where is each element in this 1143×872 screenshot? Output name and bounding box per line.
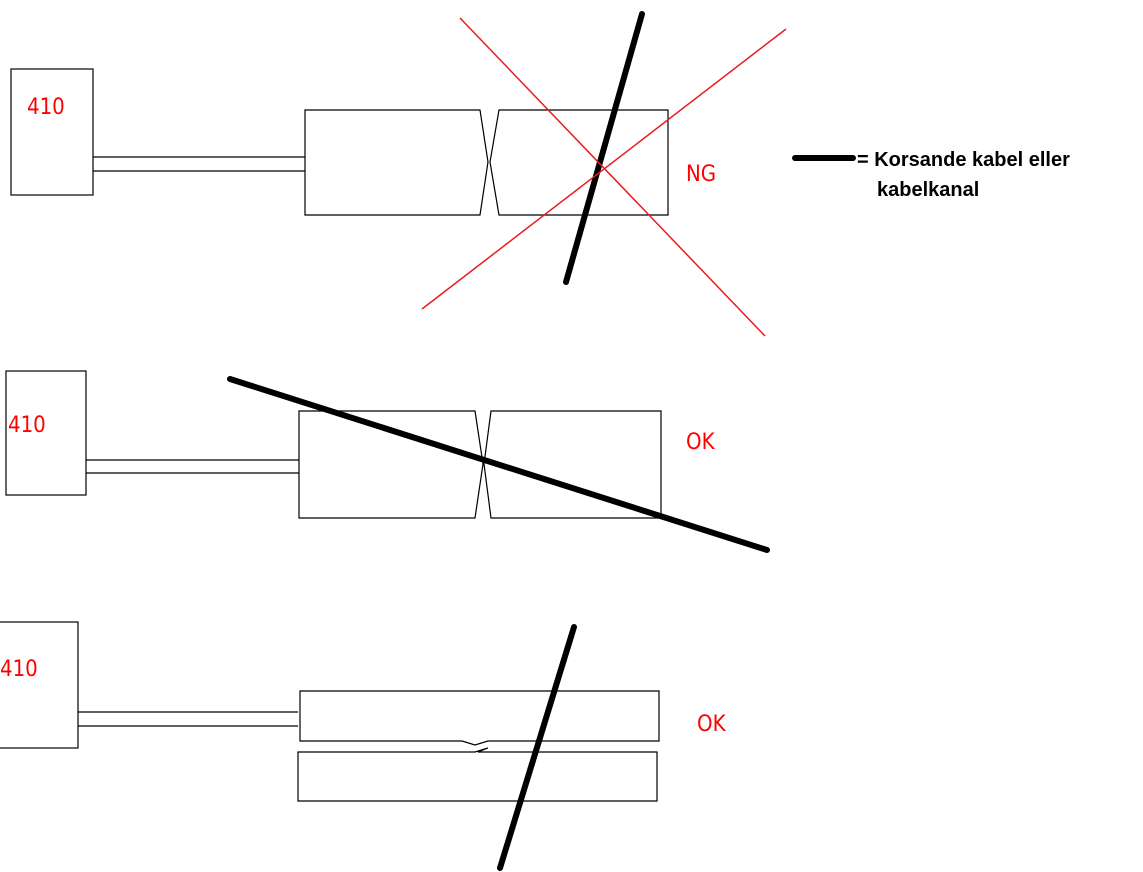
legend: = Korsande kabel eller kabelkanal — [792, 149, 1070, 201]
verdict-label-ok: OK — [697, 712, 727, 737]
red-cross-line-b — [421, 28, 787, 310]
device-box-410 — [10, 68, 94, 196]
cable-duct-right — [483, 410, 662, 519]
device-box-label: 410 — [8, 413, 46, 438]
cable-duct-lower — [297, 747, 658, 802]
cable-duct-right — [489, 109, 669, 216]
crossing-cable — [563, 11, 645, 285]
cable-duct-left — [298, 410, 484, 519]
device-box-label: 410 — [0, 657, 38, 682]
verdict-label-ok: OK — [686, 430, 716, 455]
device-box-410 — [0, 621, 79, 749]
cable-duct-upper — [299, 690, 660, 746]
example-ok-1: 410 OK — [5, 370, 770, 553]
crossing-cable — [497, 624, 577, 871]
legend-text-line1: = Korsande kabel eller — [857, 149, 1070, 171]
crossing-cable — [227, 376, 770, 553]
device-box-label: 410 — [27, 95, 65, 120]
legend-text-line2: kabelkanal — [877, 179, 979, 201]
example-ok-2: 410 OK — [0, 621, 727, 871]
red-cross-line-a — [459, 17, 766, 337]
cable-duct-left — [304, 109, 489, 216]
example-ng: 410 NG — [10, 11, 787, 337]
verdict-label-ng: NG — [686, 162, 716, 187]
device-box-410 — [5, 370, 87, 496]
